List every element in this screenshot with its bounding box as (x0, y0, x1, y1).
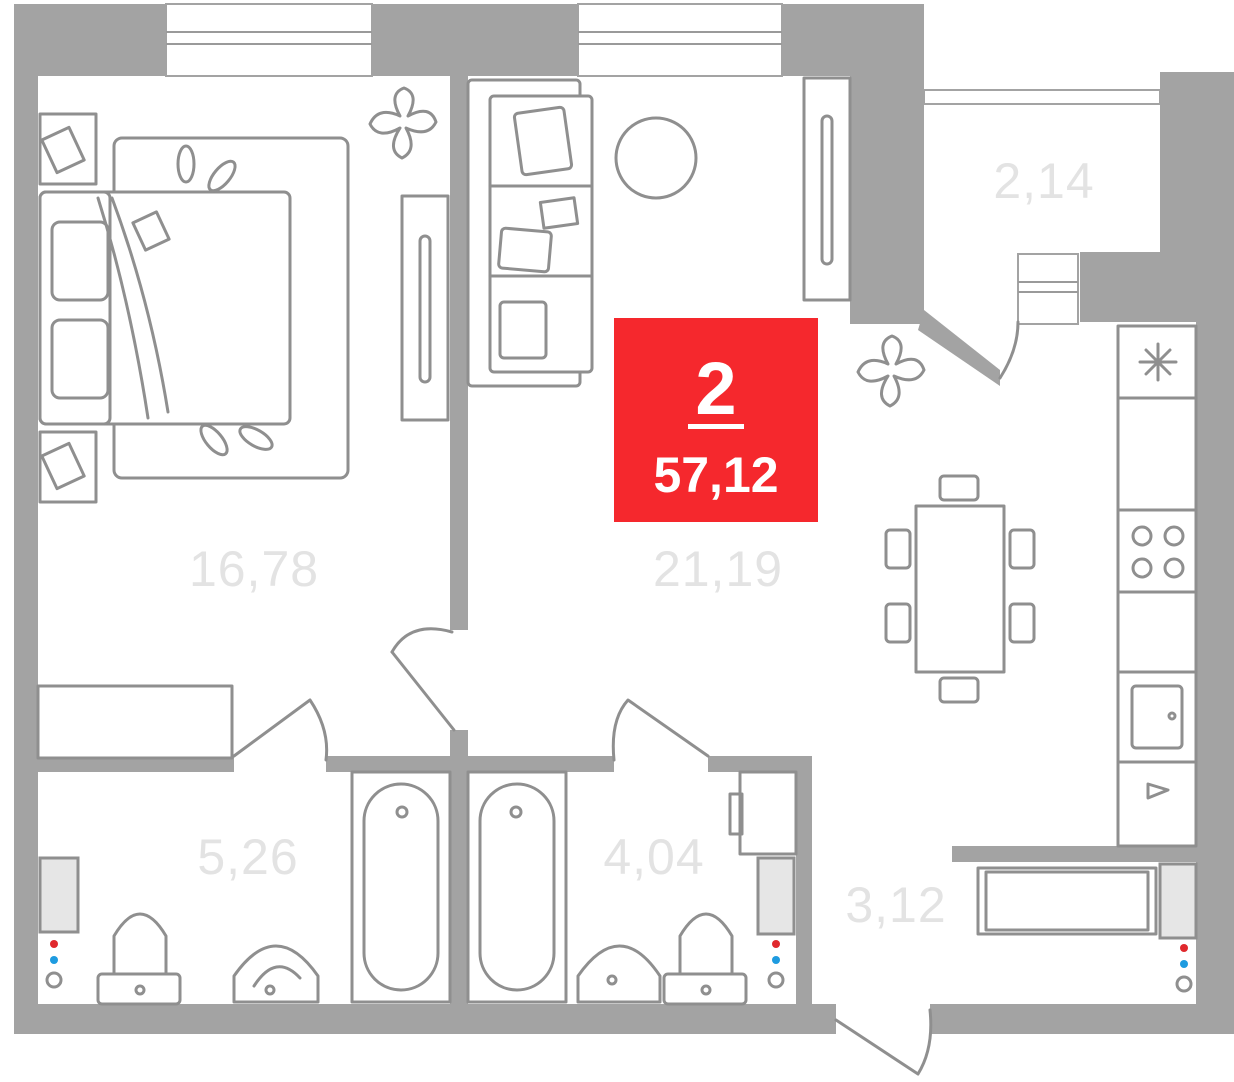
round-table (614, 116, 698, 200)
sink-left (232, 944, 320, 1004)
heater-hall (1175, 944, 1193, 993)
bed (38, 136, 350, 480)
area-living: 21,19 (653, 541, 783, 597)
dining-table (884, 474, 1036, 704)
tv-stand (802, 76, 852, 302)
area-bathroom-right: 4,04 (603, 829, 704, 885)
plant-living (856, 334, 926, 408)
sink-right (576, 944, 662, 1004)
area-hallway: 3,12 (845, 877, 946, 933)
wardrobe-bedroom (400, 194, 450, 422)
kitchen-counter (1116, 324, 1198, 848)
area-bathroom-left: 5,26 (197, 829, 298, 885)
area-balcony: 2,14 (993, 153, 1094, 209)
area-bedroom: 16,78 (189, 541, 319, 597)
washer-right (728, 770, 798, 856)
dresser (36, 684, 234, 760)
radiator (976, 862, 1198, 940)
summary-badge: 2 57,12 (614, 318, 818, 522)
heater-left (38, 856, 80, 989)
total-area: 57,12 (653, 447, 778, 503)
bathtub-left (350, 770, 452, 1004)
badge-background (614, 318, 818, 522)
toilet-right (662, 912, 748, 1006)
walls (14, 4, 1234, 1034)
rooms-count: 2 (695, 347, 736, 430)
windows (165, 3, 1161, 325)
slippers (176, 144, 274, 457)
bathtub-right (466, 770, 568, 1004)
doors (232, 320, 1020, 1076)
sofa (466, 78, 594, 388)
rooms-count-underline (688, 424, 744, 429)
heater-right (756, 856, 796, 989)
nightstands (38, 112, 98, 504)
plant-bedroom (368, 86, 438, 160)
toilet-left (96, 912, 182, 1006)
